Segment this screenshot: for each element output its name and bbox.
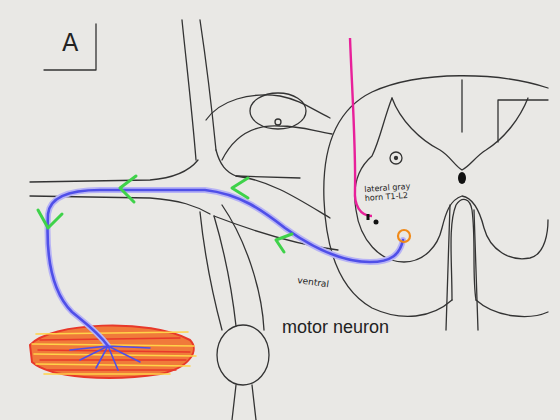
sympathetic-ganglion <box>217 325 269 385</box>
grey-matter <box>355 98 548 262</box>
median-fissure <box>451 199 476 300</box>
region-label: lateral gray horn T1-L2 <box>364 182 417 203</box>
motor-neuron-soma <box>398 230 410 242</box>
synapse <box>367 214 370 220</box>
cord-outline <box>476 300 548 316</box>
muscle <box>30 325 196 378</box>
dorsal-root <box>206 95 330 120</box>
neuron-label: motor neuron <box>282 318 389 338</box>
sympathetic-chain <box>232 385 256 420</box>
panel-bracket <box>44 24 96 70</box>
central-canal <box>458 172 466 184</box>
dorsal-root-ganglion <box>250 93 306 129</box>
dorsal-ramus <box>182 20 216 160</box>
dorsal-septum <box>461 80 462 132</box>
cell-body <box>275 119 281 125</box>
motor-axon-sheath <box>48 190 403 346</box>
cord-outline <box>324 76 548 317</box>
spinal-nerve <box>216 150 300 178</box>
synapse <box>374 220 379 225</box>
motor-axon <box>48 190 403 346</box>
panel-letter: A <box>62 30 78 56</box>
grey-matter <box>498 100 548 142</box>
direction-arrows <box>38 176 292 252</box>
rami-communicantes <box>200 205 264 330</box>
cell-body <box>390 152 402 164</box>
motor-end-plates <box>70 346 150 370</box>
dorsal-root <box>222 126 332 160</box>
grey-matter <box>392 98 528 170</box>
median-fissure <box>446 205 478 330</box>
region-label: ventral <box>297 276 330 290</box>
cell-nucleus <box>395 157 398 160</box>
